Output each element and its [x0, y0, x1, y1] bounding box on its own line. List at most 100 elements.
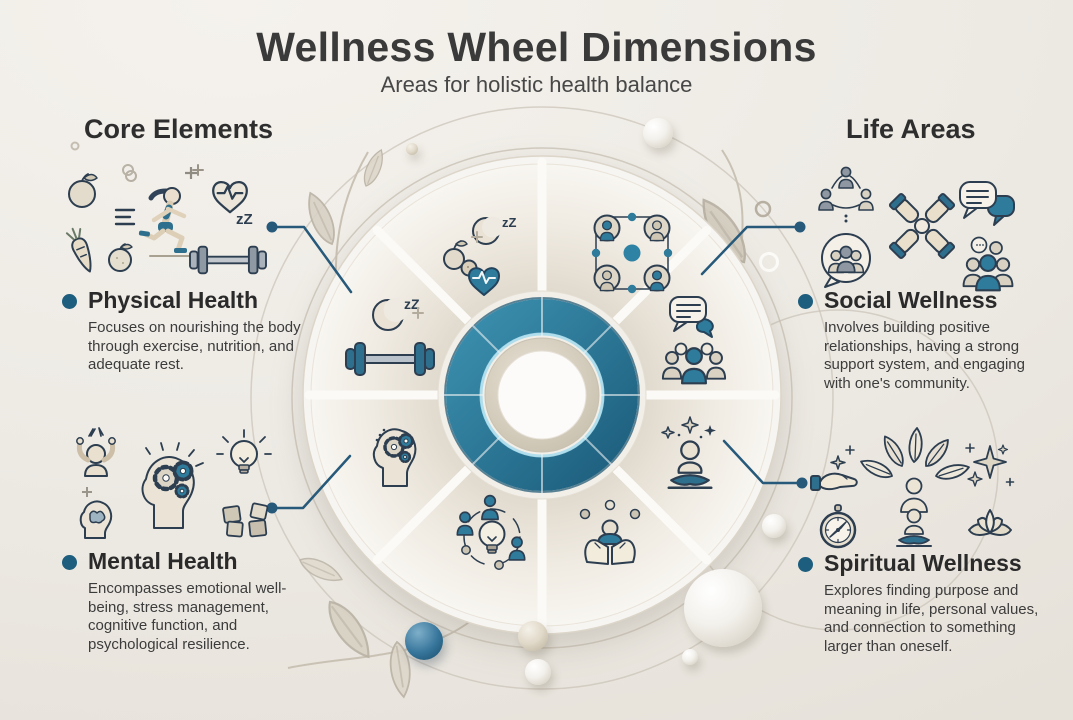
plus-decoration	[192, 164, 204, 176]
plus-decoration	[1005, 477, 1015, 487]
wheel-icon-sleep-dumbbell: zZ	[345, 296, 435, 376]
leaf-branch-bottom-left	[287, 553, 473, 700]
running-woman-icon	[114, 187, 199, 257]
people-network-icon	[818, 166, 874, 223]
lightbulb-icon	[216, 429, 272, 474]
chat-bubbles-icon	[669, 296, 714, 338]
sphere-decoration	[525, 659, 551, 685]
social-wellness-description: Involves building positive relationships…	[824, 319, 1025, 392]
meditating-person-icon	[667, 440, 713, 489]
connector-social	[700, 221, 806, 276]
community-group-icon	[962, 236, 1014, 292]
sphere-decoration	[518, 621, 548, 651]
physical-health-title: Physical Health	[88, 287, 259, 313]
page-title: Wellness Wheel Dimensions	[256, 24, 817, 70]
chat-bubbles-icon	[959, 181, 1015, 226]
spiritual-wellness-section: Spiritual Wellness Explores finding purp…	[798, 550, 1066, 656]
heart-pulse-icon	[212, 181, 248, 214]
physical-health-description: Focuses on nourishing the body through e…	[88, 319, 301, 374]
apple-icon	[68, 173, 98, 208]
ring-decoration	[122, 164, 134, 176]
head-gears-icon	[141, 442, 204, 529]
wheel-icon-people-network	[591, 212, 673, 294]
mental-health-bullet	[62, 555, 77, 570]
personal-growth-icon	[857, 427, 972, 513]
dumbbell-icon	[189, 245, 267, 275]
brain-icon	[79, 500, 113, 539]
mental-health-section: Mental Health Encompasses emotional well…	[62, 548, 337, 654]
sphere-decoration	[682, 649, 698, 665]
sparkles-icon	[965, 443, 1015, 487]
wheel-icon-meditation-stars	[661, 416, 716, 489]
ring-decoration	[754, 200, 772, 218]
mental-health-illustration	[76, 427, 272, 539]
spiritual-wellness-title: Spiritual Wellness	[824, 550, 1022, 576]
connector-mental	[266, 454, 352, 514]
gear-icon	[398, 450, 412, 464]
dumbbell-icon	[345, 342, 435, 376]
hub-center-disc	[497, 350, 587, 440]
right-column-heading: Life Areas	[846, 114, 976, 144]
sleep-zz-text: zZ	[502, 215, 517, 230]
ring-decoration	[759, 252, 779, 272]
ring-decoration	[70, 141, 80, 151]
compass-icon	[819, 504, 857, 549]
plus-decoration	[412, 307, 424, 319]
joined-hands-icon	[888, 192, 956, 260]
connector-spiritual	[722, 439, 808, 489]
wheel-icon-idea-collaboration	[456, 494, 526, 570]
gear-icon	[174, 483, 190, 499]
gear-icon	[172, 460, 194, 482]
plus-decoration	[82, 487, 92, 497]
physical-health-section: Physical Health Focuses on nourishing th…	[62, 287, 324, 375]
page-subtitle: Areas for holistic health balance	[380, 72, 693, 97]
social-wellness-title: Social Wellness	[824, 287, 998, 313]
mental-health-title: Mental Health	[88, 548, 238, 574]
left-column-heading: Core Elements	[84, 114, 274, 144]
spiritual-wellness-illustration	[810, 427, 1015, 549]
carrot-icon	[65, 227, 92, 273]
sphere-decoration	[643, 118, 673, 148]
hub-dividers	[440, 293, 644, 497]
mental-health-description: Encompasses emotional well-being, stress…	[88, 580, 287, 653]
physical-health-illustration: zZ	[65, 164, 267, 275]
spiritual-wellness-bullet	[798, 557, 813, 572]
plus-decoration	[965, 443, 975, 453]
physical-health-bullet	[62, 294, 77, 309]
lotus-icon	[968, 509, 1012, 536]
orbit-circle	[250, 106, 834, 690]
star-icon	[661, 416, 716, 439]
moon-sleep-icon	[372, 298, 408, 331]
meditation-icon	[896, 508, 932, 547]
ring-decoration	[125, 170, 137, 182]
plus-decoration	[845, 445, 855, 455]
social-wellness-bullet	[798, 294, 813, 309]
speech-people-icon	[821, 233, 871, 288]
gear-icon	[152, 464, 180, 492]
social-wellness-section: Social Wellness Involves building positi…	[798, 287, 1060, 393]
spiritual-wellness-description: Explores finding purpose and meaning in …	[824, 582, 1039, 655]
sphere-decoration	[762, 514, 786, 538]
sleep-zz-text: zZ	[236, 211, 253, 228]
sphere-decoration	[684, 569, 762, 647]
connector-physical	[266, 221, 353, 294]
plus-decoration	[185, 167, 197, 179]
puzzle-pieces-icon	[222, 502, 269, 538]
gear-icon	[398, 433, 414, 449]
wellness-wheel: zZ	[302, 155, 782, 635]
stressed-person-icon	[76, 427, 116, 477]
wheel-icon-chat-community	[661, 296, 727, 385]
people-group-icon	[661, 342, 727, 385]
lightbulb-icon	[478, 520, 506, 554]
apple-icon	[108, 243, 133, 272]
sleep-zz-text: zZ	[404, 296, 420, 312]
plus-decoration	[471, 231, 483, 243]
sphere-decoration	[406, 143, 418, 155]
wheel-icon-head-gears	[372, 428, 417, 487]
giving-hand-icon	[810, 445, 858, 491]
social-wellness-illustration	[818, 166, 1015, 292]
heart-pulse-icon	[468, 267, 500, 296]
wheel-icon-caring-hands	[579, 499, 641, 565]
